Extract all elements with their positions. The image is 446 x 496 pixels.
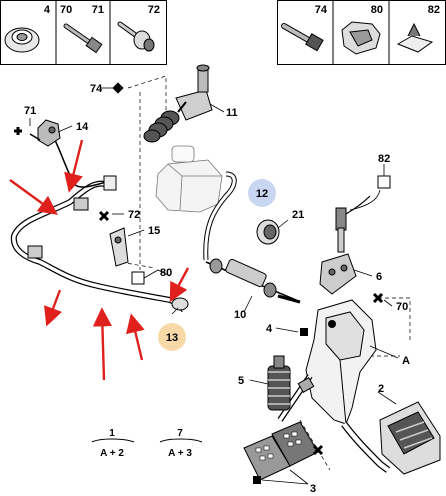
- cross-marker-3: [312, 444, 324, 456]
- pipe-fitting: [171, 297, 189, 311]
- callout-74: 74: [90, 83, 103, 95]
- callout-A: A: [402, 355, 410, 367]
- ref-box-82: [377, 175, 391, 189]
- header-parts-left: 4 70 71 72: [0, 0, 167, 65]
- cable-clip-icon: [396, 22, 434, 53]
- pipe-bracket: [29, 119, 61, 147]
- hydraulic-pipe: [10, 137, 189, 313]
- header-label-74: 74: [315, 4, 328, 16]
- equation-1-bottom: A + 2: [100, 448, 124, 459]
- highlight-circle-12: [248, 179, 276, 207]
- callout-72: 72: [128, 209, 140, 221]
- equation-2-top: 7: [177, 428, 183, 439]
- nut-marker-3: [253, 476, 261, 484]
- red-arrow: [9, 179, 58, 215]
- red-arrow: [44, 289, 63, 327]
- header-label-71: 71: [92, 4, 104, 16]
- fluid-reservoir: [155, 145, 223, 213]
- pedal-pad: [379, 401, 441, 475]
- red-indicator-arrows: [9, 139, 190, 381]
- callout-12: 12: [256, 188, 268, 200]
- return-spring: [267, 355, 291, 411]
- bracket-clip-icon: [341, 21, 381, 55]
- highlight-circle-13: [158, 323, 186, 351]
- equation-1: 1 A + 2: [91, 428, 135, 459]
- callout-80: 80: [160, 267, 172, 279]
- header-label-4: 4: [44, 4, 51, 16]
- grommet: [256, 219, 280, 245]
- header-parts-right: 74 80 82: [277, 0, 446, 65]
- callout-13: 13: [166, 332, 178, 344]
- equation-2-bottom: A + 3: [168, 448, 192, 459]
- cross-marker-74: [112, 82, 124, 94]
- red-arrow: [169, 267, 190, 303]
- cross-marker-72: [98, 210, 110, 222]
- pipe-union: [103, 175, 117, 191]
- callout-14: 14: [76, 121, 89, 133]
- header-label-72: 72: [148, 4, 160, 16]
- cross-marker-71: [14, 127, 22, 135]
- red-arrow: [125, 313, 145, 361]
- equation-2: 7 A + 3: [159, 428, 203, 459]
- damper-valve: [205, 258, 301, 304]
- support-bracket: [109, 227, 129, 267]
- callout-21: 21: [292, 209, 304, 221]
- socket-bolt-icon: [281, 23, 324, 52]
- ref-box-80: [131, 271, 145, 285]
- pedal-assembly: [277, 299, 377, 425]
- leader-lines: [29, 87, 399, 485]
- pedal-switch: [335, 195, 371, 253]
- cross-marker-70: [372, 292, 384, 304]
- header-label-70: 70: [60, 4, 72, 16]
- rubber-boot: [143, 110, 180, 143]
- red-arrow: [92, 307, 113, 381]
- pipe-clip: [73, 197, 89, 211]
- callout-3: 3: [310, 483, 316, 495]
- header-label-82: 82: [428, 4, 440, 16]
- equation-1-top: 1: [109, 428, 115, 439]
- callout-2: 2: [378, 383, 384, 395]
- callout-82: 82: [378, 153, 390, 165]
- flange-nut-icon: [4, 27, 40, 53]
- pedal-pad-set: [243, 421, 319, 481]
- electrical-connector: [319, 253, 357, 295]
- red-arrow: [64, 139, 84, 193]
- callout-10: 10: [234, 309, 246, 321]
- callout-6: 6: [376, 271, 382, 283]
- callout-70: 70: [396, 301, 408, 313]
- callout-4: 4: [266, 323, 273, 335]
- callout-5: 5: [238, 375, 244, 387]
- nut-marker-4: [300, 328, 308, 336]
- stud-nut-icon: [117, 21, 155, 52]
- clutch-master-cylinder: [143, 64, 213, 143]
- callout-11: 11: [226, 107, 238, 119]
- pipe-clip: [27, 245, 43, 259]
- callout-71: 71: [24, 105, 36, 117]
- callout-15: 15: [148, 225, 160, 237]
- header-label-80: 80: [371, 4, 383, 16]
- bolt-icon: [63, 23, 103, 54]
